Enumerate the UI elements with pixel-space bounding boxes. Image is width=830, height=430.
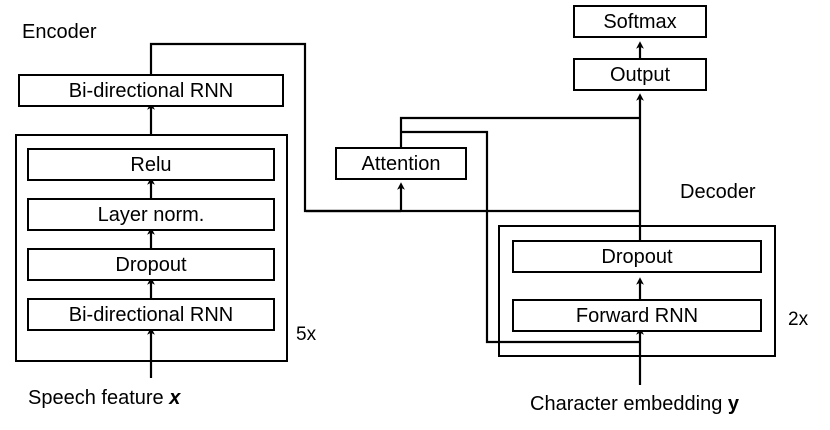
speech-feature-symbol: x bbox=[169, 387, 181, 409]
encoder-layer-norm-box[interactable]: Layer norm. bbox=[27, 198, 275, 231]
encoder-repeat-count: 5x bbox=[296, 324, 317, 345]
encoder-repeat-group bbox=[15, 134, 288, 362]
wire-attention-to-output-trunk bbox=[399, 116, 640, 147]
wire-attention-to-decoder-wrap bbox=[401, 130, 640, 344]
decoder-dropout-box[interactable]: Dropout bbox=[512, 240, 762, 273]
character-embedding-text: Character embedding bbox=[530, 393, 728, 415]
character-embedding-input-label: Character embedding y bbox=[530, 394, 739, 414]
decoder-label: Decoder bbox=[680, 181, 756, 203]
encoder-bidirectional-rnn-box[interactable]: Bi-directional RNN bbox=[27, 298, 275, 331]
output-box[interactable]: Output bbox=[573, 58, 707, 91]
softmax-box[interactable]: Softmax bbox=[573, 5, 707, 38]
character-embedding-symbol: y bbox=[727, 393, 740, 415]
encoder-relu-box[interactable]: Relu bbox=[27, 148, 275, 181]
decoder-repeat-group bbox=[498, 225, 776, 357]
speech-feature-input-label: Speech feature x bbox=[28, 388, 180, 408]
encoder-dropout-box[interactable]: Dropout bbox=[27, 248, 275, 281]
encoder-label: Encoder bbox=[22, 21, 97, 43]
speech-feature-text: Speech feature bbox=[28, 387, 170, 409]
attention-box[interactable]: Attention bbox=[335, 147, 467, 180]
decoder-forward-rnn-box[interactable]: Forward RNN bbox=[512, 299, 762, 332]
decoder-repeat-count: 2x bbox=[788, 309, 809, 330]
encoder-top-bidirectional-rnn-box[interactable]: Bi-directional RNN bbox=[18, 74, 284, 107]
